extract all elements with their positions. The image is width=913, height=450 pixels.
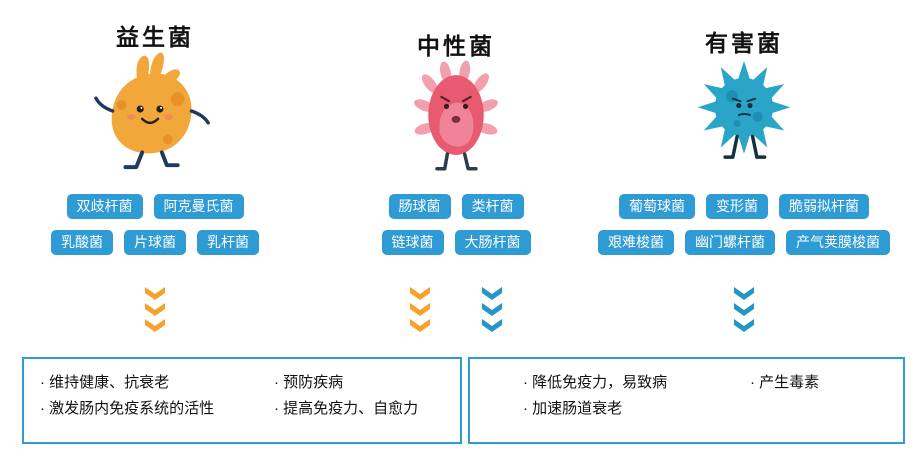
chevron-down-icon bbox=[734, 319, 754, 332]
bacteria-tag: 阿克曼氏菌 bbox=[153, 194, 244, 219]
bacteria-tag: 幽门螺杆菌 bbox=[685, 230, 775, 255]
chevron-down-icon bbox=[482, 303, 502, 316]
bacteria-tags-row: 链球菌 大肠杆菌 bbox=[345, 230, 567, 255]
column-harmful: 有害菌 bbox=[583, 0, 905, 450]
bacteria-tag: 链球菌 bbox=[381, 230, 444, 255]
bacteria-tag: 艰难梭菌 bbox=[598, 230, 674, 255]
bacteria-tags-row: 肠球菌 类杆菌 bbox=[345, 194, 567, 219]
benefits-list-right: · 预防疾病 · 提高免疫力、自愈力 bbox=[274, 370, 460, 442]
harmful-bacteria-icon bbox=[697, 60, 791, 159]
column-title: 中性菌 bbox=[417, 33, 495, 59]
bacteria-tag: 双歧杆菌 bbox=[66, 194, 143, 219]
chevron-down-icon bbox=[482, 319, 502, 332]
benefit-item: · 激发肠内免疫系统的活性 bbox=[40, 400, 215, 417]
bacteria-tag: 变形菌 bbox=[706, 194, 768, 219]
benefit-item: · 维持健康、抗衰老 bbox=[40, 374, 170, 391]
bacteria-tag: 类杆菌 bbox=[461, 194, 524, 219]
harm-item: · 加速肠道衰老 bbox=[523, 400, 623, 417]
column-title: 益生菌 bbox=[116, 24, 194, 50]
bacteria-tag: 片球菌 bbox=[124, 230, 186, 255]
bacteria-tag: 肠球菌 bbox=[388, 194, 451, 219]
benefits-box: · 维持健康、抗衰老 · 激发肠内免疫系统的活性 · 预防疾病 · 提高免疫力、… bbox=[22, 357, 462, 444]
bacteria-tag: 产气荚膜梭菌 bbox=[786, 230, 890, 255]
bacteria-tags-row: 双歧杆菌 阿克曼氏菌 bbox=[15, 194, 295, 219]
down-arrows-row bbox=[15, 287, 295, 332]
bacteria-tag: 乳杆菌 bbox=[197, 230, 259, 255]
harm-item: · 降低免疫力，易致病 bbox=[523, 374, 668, 391]
bacteria-tags-row: 艰难梭菌 幽门螺杆菌 产气荚膜梭菌 bbox=[583, 230, 905, 255]
column-neutral: 中性菌 肠球菌 类杆菌 bbox=[345, 0, 567, 450]
bacteria-tag: 乳酸菌 bbox=[51, 230, 113, 255]
down-arrows-orange bbox=[408, 287, 432, 332]
chevron-down-icon bbox=[145, 303, 165, 316]
down-arrows-blue bbox=[480, 287, 504, 332]
benefit-item: · 预防疾病 bbox=[274, 374, 344, 391]
column-title: 有害菌 bbox=[705, 30, 783, 56]
chevron-down-icon bbox=[734, 287, 754, 300]
neutral-bacteria-icon bbox=[414, 60, 498, 171]
chevron-down-icon bbox=[410, 303, 430, 316]
chevron-down-icon bbox=[482, 287, 502, 300]
bacteria-tags-row: 乳酸菌 片球菌 乳杆菌 bbox=[15, 230, 295, 255]
chevron-down-icon bbox=[145, 319, 165, 332]
harms-list-right: · 产生毒素 bbox=[750, 370, 903, 442]
down-arrows-blue bbox=[732, 287, 756, 332]
harms-box: · 降低免疫力，易致病 · 加速肠道衰老 · 产生毒素 bbox=[468, 357, 905, 444]
chevron-down-icon bbox=[410, 287, 430, 300]
column-probiotics: 益生菌 双歧杆菌 阿克曼氏菌 乳酸菌 片球菌 bbox=[15, 0, 295, 450]
chevron-down-icon bbox=[734, 303, 754, 316]
bacteria-tag: 大肠杆菌 bbox=[454, 230, 531, 255]
down-arrows-row bbox=[345, 287, 567, 332]
down-arrows-orange bbox=[143, 287, 167, 332]
bacteria-tag: 葡萄球菌 bbox=[619, 194, 695, 219]
harm-item: · 产生毒素 bbox=[750, 374, 820, 391]
chevron-down-icon bbox=[410, 319, 430, 332]
benefit-item: · 提高免疫力、自愈力 bbox=[274, 400, 419, 417]
probiotic-bacteria-icon bbox=[94, 52, 210, 170]
bacteria-tags-row: 葡萄球菌 变形菌 脆弱拟杆菌 bbox=[583, 194, 905, 219]
chevron-down-icon bbox=[145, 287, 165, 300]
down-arrows-row bbox=[583, 287, 905, 332]
bacteria-tag: 脆弱拟杆菌 bbox=[779, 194, 869, 219]
harms-list-left: · 降低免疫力，易致病 · 加速肠道衰老 bbox=[470, 370, 750, 442]
benefits-list-left: · 维持健康、抗衰老 · 激发肠内免疫系统的活性 bbox=[24, 370, 274, 442]
